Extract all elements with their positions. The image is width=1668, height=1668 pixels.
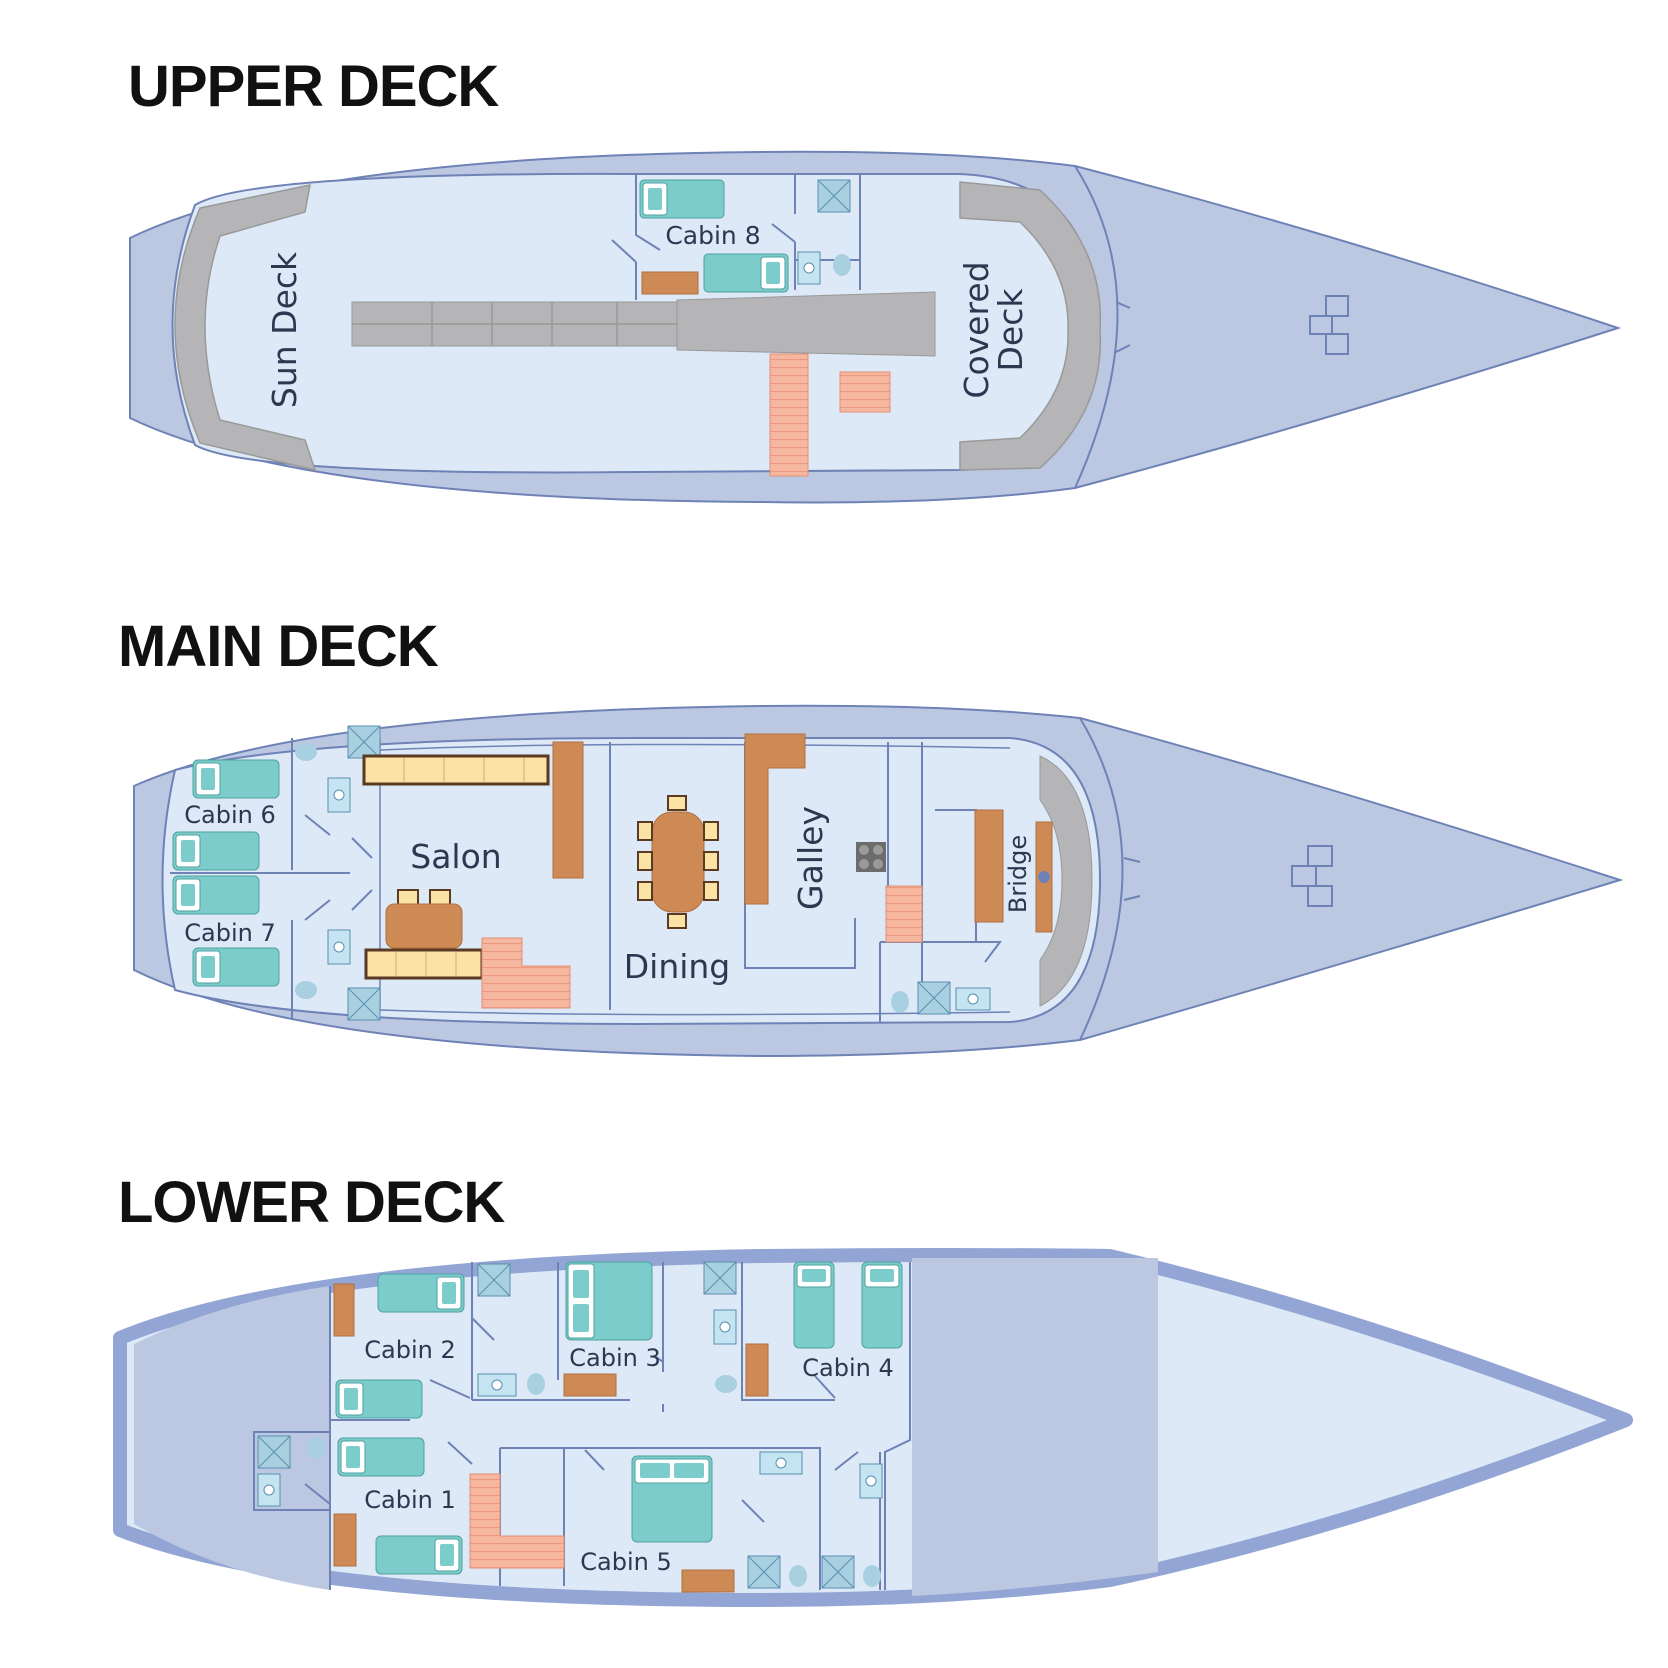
upper-stairs-short bbox=[839, 371, 891, 413]
cabin6-bed-2 bbox=[172, 831, 260, 871]
cabin4-bed-2 bbox=[861, 1261, 903, 1349]
galley-counter bbox=[744, 733, 806, 905]
upper-bow-line bbox=[1074, 165, 1131, 489]
bridge-label: Bridge bbox=[1004, 835, 1032, 913]
cabin8-bed-1 bbox=[639, 179, 725, 219]
covered-deck-bench bbox=[959, 181, 1102, 471]
cabin1-label: Cabin 1 bbox=[364, 1486, 455, 1514]
salon-counter bbox=[552, 741, 584, 879]
cabin8-shower bbox=[817, 179, 851, 213]
cabin3-sink bbox=[713, 1309, 737, 1345]
cabin3-bed bbox=[565, 1261, 653, 1341]
covered-deck-label-line1: Covered bbox=[957, 261, 996, 398]
cabin3-toilet bbox=[715, 1375, 737, 1393]
cabin2-bed-2 bbox=[335, 1379, 423, 1419]
upper-bow-hatch bbox=[1309, 295, 1349, 355]
cabin2-sink bbox=[477, 1373, 517, 1397]
cabin1-wardrobe bbox=[333, 1513, 357, 1567]
cabin1-bath bbox=[257, 1435, 325, 1507]
cabin8-label: Cabin 8 bbox=[665, 221, 760, 250]
cabin6-shower bbox=[347, 725, 381, 759]
cabin5-bath bbox=[747, 1451, 807, 1589]
main-bow-hatch bbox=[1291, 845, 1333, 907]
salon-label: Salon bbox=[410, 837, 501, 876]
salon-sofa-top bbox=[362, 754, 550, 786]
crew-bath bbox=[821, 1463, 883, 1589]
bridge-desk bbox=[974, 809, 1004, 923]
cabin8-desk bbox=[641, 271, 699, 295]
upper-deck-title: UPPER DECK bbox=[128, 54, 499, 119]
lower-stern-hold bbox=[134, 1286, 330, 1590]
lower-deck-plan: Cabin 2 Cabin 3 Cabin 4 Cabin 1 Cabin 5 bbox=[113, 1248, 1633, 1607]
cabin7-sink bbox=[327, 929, 351, 965]
sun-deck-bench bbox=[174, 184, 317, 472]
cabin3-shower bbox=[703, 1261, 737, 1295]
cabin6-sink bbox=[327, 777, 351, 813]
galley-label: Galley bbox=[791, 806, 830, 910]
sun-deck-label: Sun Deck bbox=[265, 251, 304, 408]
cabin8-toilet bbox=[833, 254, 851, 276]
cabin8-sink bbox=[797, 251, 821, 285]
cabin2-shower bbox=[477, 1263, 511, 1297]
cabin7-bed-1 bbox=[172, 875, 260, 915]
lower-deck-title: LOWER DECK bbox=[118, 1170, 505, 1235]
cabin5-desk bbox=[681, 1569, 735, 1593]
lower-stairs bbox=[469, 1473, 565, 1569]
cabin2-label: Cabin 2 bbox=[364, 1336, 455, 1364]
main-cabin-walls bbox=[170, 738, 1002, 1022]
cabin7-bed-2 bbox=[192, 947, 280, 987]
main-deck-plan: Cabin 6 Cabin 7 Salon Dining Galley Brid… bbox=[133, 704, 1624, 1058]
cabin6-toilet bbox=[295, 743, 317, 761]
cabin4-label: Cabin 4 bbox=[802, 1354, 893, 1382]
lower-engine-room bbox=[912, 1258, 1158, 1596]
cabin2-toilet bbox=[527, 1373, 545, 1395]
helm-wheel-console bbox=[1035, 821, 1053, 933]
cabin6-label: Cabin 6 bbox=[184, 801, 275, 829]
cabin6-bed-1 bbox=[192, 759, 280, 799]
upper-deck-plan: Sun Deck Cabin 8 Covered Deck bbox=[129, 150, 1622, 504]
boom-cover bbox=[676, 291, 936, 357]
dining-label: Dining bbox=[624, 947, 731, 986]
cabin4-bed-1 bbox=[793, 1261, 835, 1349]
cabin1-bed-2 bbox=[375, 1535, 463, 1575]
galley-stove bbox=[856, 842, 886, 872]
cabin1-bed-1 bbox=[337, 1437, 425, 1477]
upper-stairs-long bbox=[769, 353, 809, 477]
cabin2-bed-1 bbox=[377, 1273, 465, 1313]
galley-stairs bbox=[885, 885, 923, 943]
cabin5-label: Cabin 5 bbox=[580, 1548, 671, 1576]
cabin7-shower bbox=[347, 987, 381, 1021]
cabin3-desk bbox=[563, 1373, 617, 1397]
cabin5-bed bbox=[631, 1455, 713, 1543]
main-bow-line bbox=[1079, 717, 1141, 1041]
salon-table bbox=[385, 889, 463, 949]
bridge-console bbox=[1039, 755, 1093, 1007]
cabin8-bed-2 bbox=[703, 253, 789, 293]
dining-table bbox=[637, 795, 719, 929]
cabin3-label: Cabin 3 bbox=[569, 1344, 660, 1372]
salon-sofa-bottom bbox=[364, 948, 484, 980]
main-deck-title: MAIN DECK bbox=[118, 614, 439, 679]
cabin2-wardrobe bbox=[333, 1283, 355, 1337]
main-stairs bbox=[481, 937, 571, 1009]
cabin7-toilet bbox=[295, 981, 317, 999]
cabin8-walls bbox=[611, 174, 861, 300]
cabin4-wardrobe bbox=[745, 1343, 769, 1397]
bridge-toilet-room bbox=[891, 981, 991, 1015]
covered-deck-label-line2: Deck bbox=[991, 288, 1030, 372]
cabin7-label: Cabin 7 bbox=[184, 919, 275, 947]
